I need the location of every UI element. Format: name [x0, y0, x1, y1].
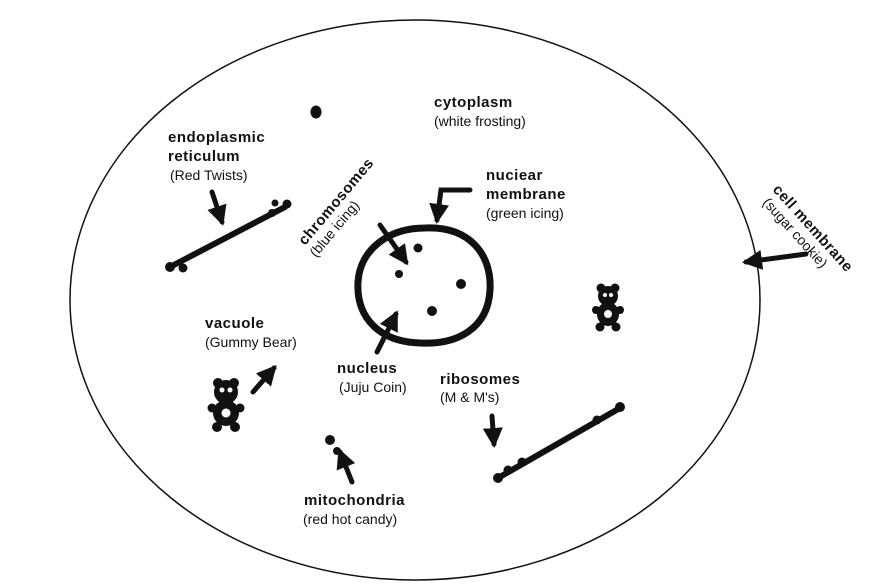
gummy-bear-icon	[592, 283, 624, 332]
ribosomes-label: ribosomes	[440, 371, 520, 388]
pointer-arrows	[207, 187, 809, 485]
chromosome-dot	[395, 270, 403, 278]
chromosome-dot	[427, 306, 437, 316]
mitochondria-material: (red hot candy)	[303, 511, 397, 527]
nuclear-membrane-arrow	[429, 187, 473, 224]
chromosome-dot	[413, 243, 423, 253]
mitochondria-label: mitochondria	[304, 492, 405, 509]
er-arrow	[207, 189, 227, 226]
nucleus-outline	[354, 224, 494, 347]
nuclear-membrane-material: (green icing)	[486, 205, 564, 221]
nucleus-arrow	[374, 310, 399, 355]
er-label-line1: endoplasmic	[168, 129, 265, 146]
cell-membrane-arrow	[742, 249, 809, 270]
chromosome-dots	[395, 243, 466, 316]
er-material: (Red Twists)	[170, 167, 248, 183]
nuclear-membrane-label-line1: nuciear	[486, 167, 543, 184]
vacuole-arrow	[250, 364, 277, 395]
endoplasmic-reticulum-rod	[165, 199, 292, 273]
cell-membrane-outline	[69, 19, 761, 581]
gummy-bear-icon	[207, 378, 245, 432]
nucleus-material: (Juju Coin)	[339, 379, 407, 395]
cytoplasm-dot	[310, 105, 322, 119]
chromosome-dot	[456, 279, 466, 289]
ribosomes-arrow	[482, 413, 503, 448]
nuclear-membrane-label-line2: membrane	[486, 186, 566, 203]
cytoplasm-label: cytoplasm	[434, 94, 513, 111]
vacuole-material: (Gummy Bear)	[205, 334, 297, 350]
mitochondria-arrow	[336, 448, 356, 485]
ribosomes-rod	[493, 402, 625, 483]
cytoplasm-material: (white frosting)	[434, 113, 526, 129]
er-label-line2: reticulum	[168, 148, 240, 165]
chromosomes-arrow	[377, 222, 409, 266]
ribosomes-material: (M & M's)	[440, 389, 499, 405]
vacuole-label: vacuole	[205, 315, 264, 332]
nucleus-label: nucleus	[337, 360, 397, 377]
